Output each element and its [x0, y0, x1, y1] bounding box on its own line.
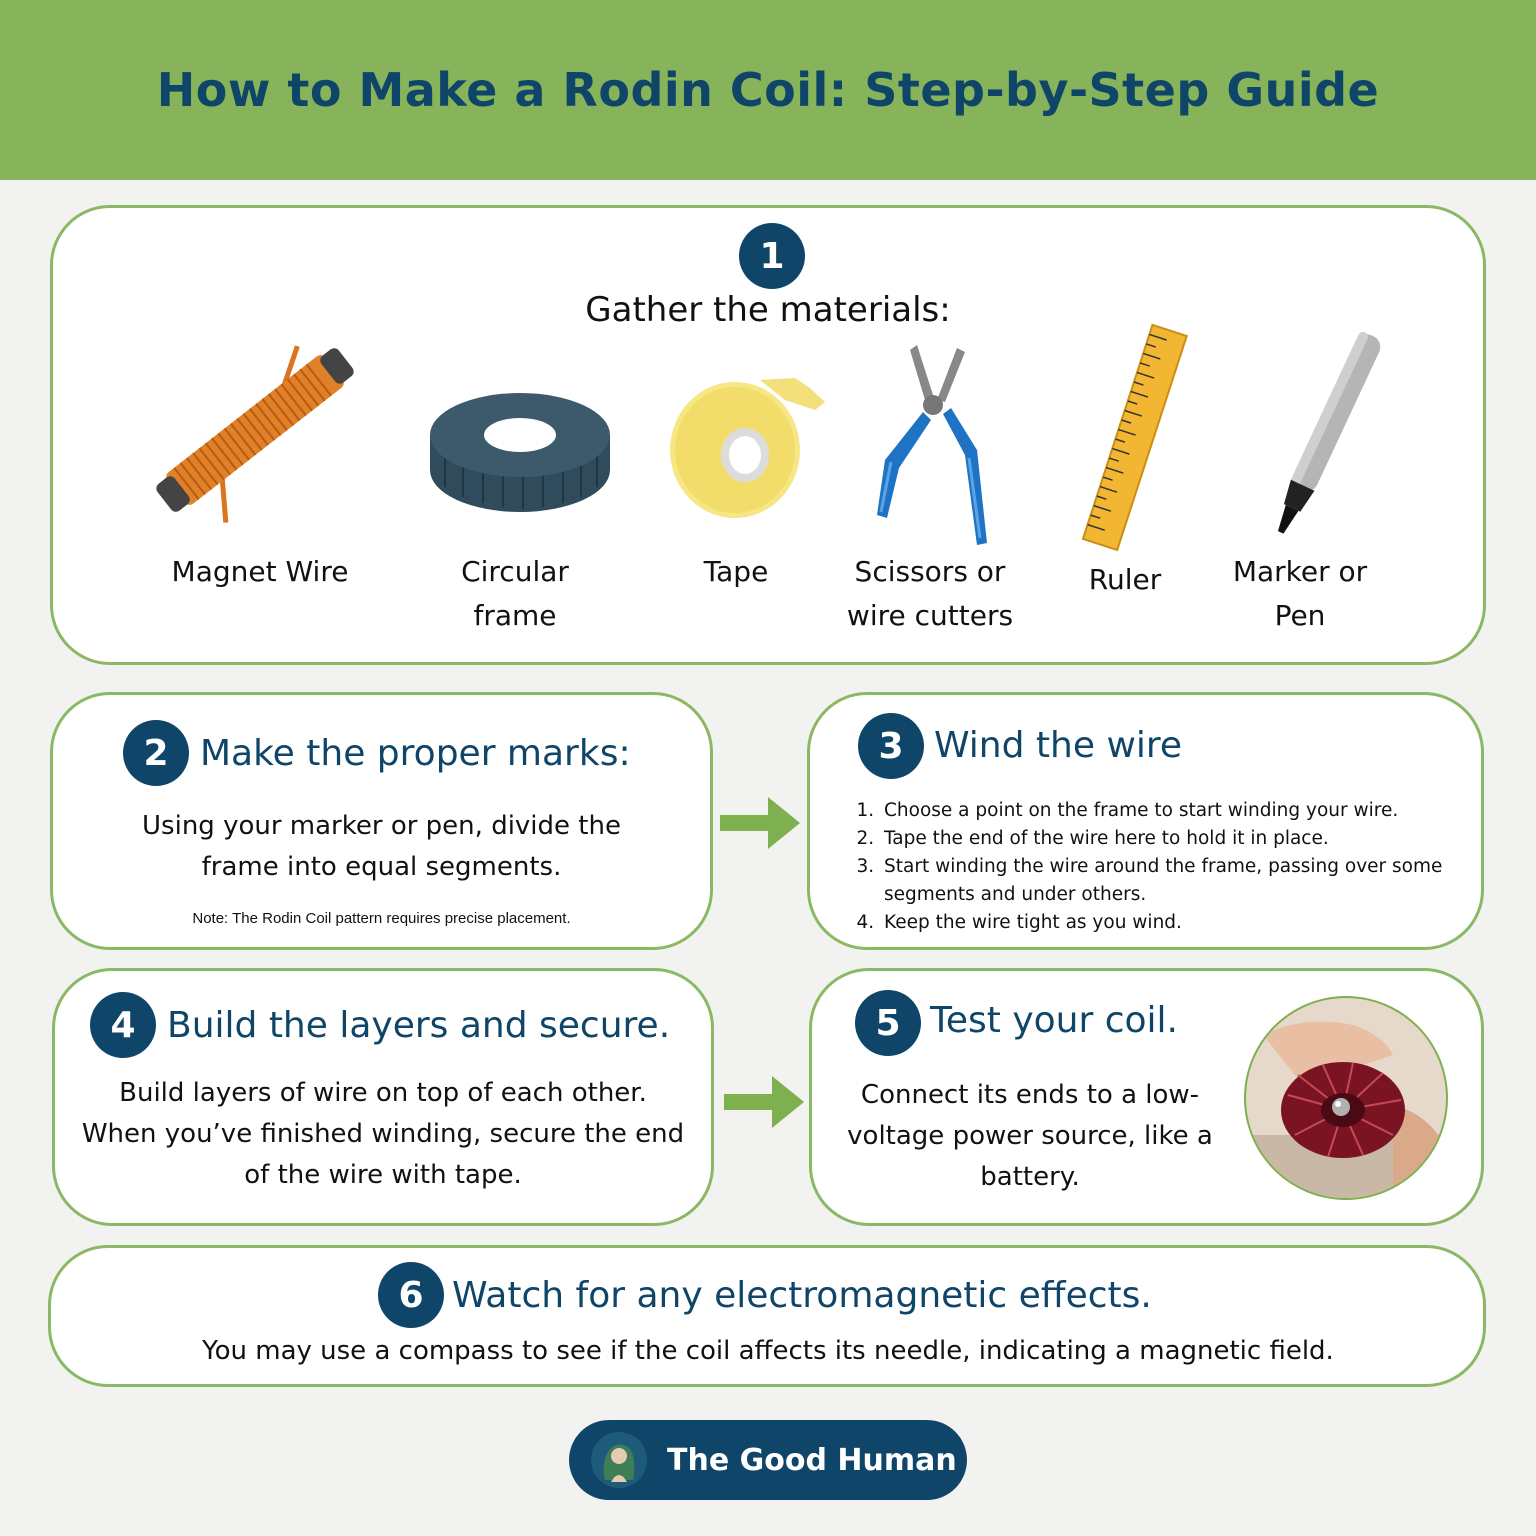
logo-icon [591, 1432, 647, 1488]
step-4-description: Build layers of wire on top of each othe… [81, 1078, 685, 1190]
header-banner: How to Make a Rodin Coil: Step-by-Step G… [0, 0, 1536, 180]
material-label-tape: Tape [703, 555, 769, 588]
rodin-coil-photo [1244, 996, 1448, 1200]
wire-cutters-icon [877, 345, 987, 545]
list-item: Tape the end of the wire here to hold it… [880, 825, 1480, 853]
list-item: Start winding the wire around the frame,… [880, 853, 1480, 909]
step-4-title: Build the layers and secure. [167, 1005, 671, 1046]
ruler-icon [1081, 323, 1188, 552]
arrow-right-icon [724, 1076, 804, 1128]
tape-icon [670, 378, 825, 518]
page-title: How to Make a Rodin Coil: Step-by-Step G… [156, 63, 1380, 117]
step-3-title: Wind the wire [934, 725, 1183, 766]
step-6-card [48, 1245, 1486, 1387]
step-6-badge: 6 [378, 1262, 444, 1328]
marker-icon [1277, 331, 1381, 534]
material-label-ruler: Ruler [1088, 563, 1162, 596]
material-label-magnet-wire: Magnet Wire [171, 555, 349, 588]
brand-name: The Good Human [667, 1442, 957, 1478]
step-2-title: Make the proper marks: [200, 733, 631, 774]
step-5-description: Connect its ends to a low-voltage power … [847, 1080, 1213, 1192]
step-2-badge: 2 [123, 720, 189, 786]
magnet-wire-icon [156, 345, 354, 523]
step-2-note: Note: The Rodin Coil pattern requires pr… [192, 910, 571, 927]
brand-badge[interactable]: The Good Human [569, 1420, 967, 1500]
step-1-title: Gather the materials: [585, 290, 951, 330]
step-3-list: Choose a point on the frame to start win… [858, 797, 1480, 937]
step-6-description: You may use a compass to see if the coil… [202, 1336, 1334, 1366]
step-5-badge: 5 [855, 990, 921, 1056]
step-6-title: Watch for any electromagnetic effects. [452, 1275, 1152, 1316]
step-4-card [52, 968, 714, 1226]
step-4-badge: 4 [90, 992, 156, 1058]
step-5-title: Test your coil. [930, 1000, 1178, 1041]
list-item: Choose a point on the frame to start win… [880, 797, 1480, 825]
step-1-badge: 1 [739, 223, 805, 289]
step-3-badge: 3 [858, 713, 924, 779]
arrow-right-icon [720, 797, 800, 849]
list-item: Keep the wire tight as you wind. [880, 909, 1480, 937]
circular-frame-icon [430, 393, 610, 512]
